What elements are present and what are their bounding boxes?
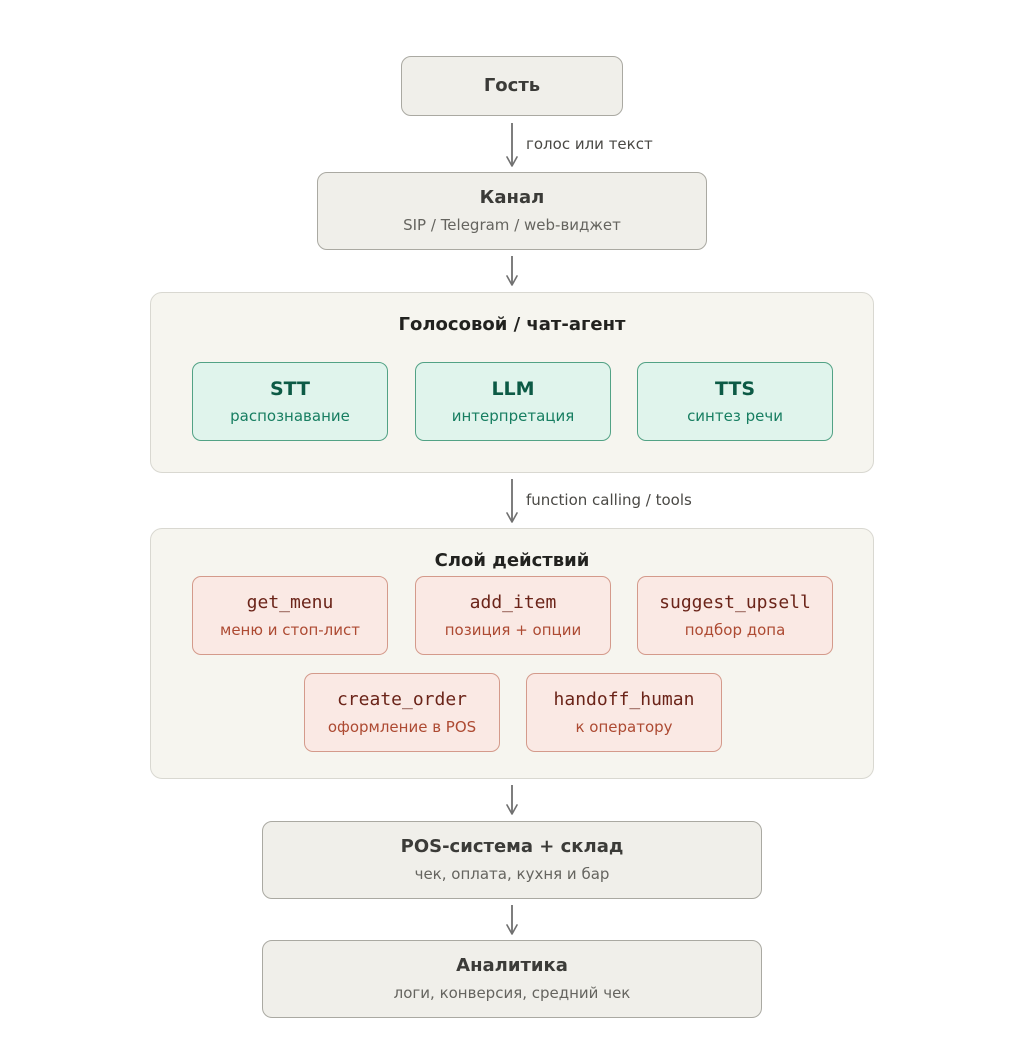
tool-get-menu: get_menu меню и стоп-лист (192, 576, 388, 655)
tool-get-menu-subtitle: меню и стоп-лист (220, 621, 360, 639)
channel-node: Канал SIP / Telegram / web-виджет (317, 172, 707, 250)
channel-subtitle: SIP / Telegram / web-виджет (403, 216, 621, 234)
llm-title: LLM (491, 378, 535, 400)
stt-subtitle: распознавание (230, 407, 350, 425)
analytics-node: Аналитика логи, конверсия, средний чек (262, 940, 762, 1018)
guest-node: Гость (401, 56, 623, 116)
pos-node: POS-система + склад чек, оплата, кухня и… (262, 821, 762, 899)
llm-subtitle: интерпретация (451, 407, 575, 425)
llm-component: LLM интерпретация (415, 362, 611, 441)
pos-title: POS-система + склад (400, 836, 624, 857)
tool-get-menu-name: get_menu (246, 592, 334, 613)
pos-subtitle: чек, оплата, кухня и бар (414, 865, 610, 883)
tool-create-order: create_order оформление в POS (304, 673, 500, 752)
tool-handoff-human-subtitle: к оператору (575, 718, 673, 736)
tool-suggest-upsell: suggest_upsell подбор допа (637, 576, 833, 655)
analytics-title: Аналитика (456, 955, 568, 976)
edge-label-function-calling: function calling / tools (526, 491, 692, 509)
stt-title: STT (269, 378, 311, 400)
edge-label-voice-or-text: голос или текст (526, 135, 653, 153)
tool-add-item: add_item позиция + опции (415, 576, 611, 655)
action-group-title: Слой действий (434, 550, 590, 571)
agent-group: Голосовой / чат-агент STT распознавание … (150, 292, 874, 473)
tts-title: TTS (714, 378, 756, 400)
tool-handoff-human: handoff_human к оператору (526, 673, 722, 752)
analytics-subtitle: логи, конверсия, средний чек (393, 984, 631, 1002)
stt-component: STT распознавание (192, 362, 388, 441)
guest-title: Гость (483, 75, 541, 96)
tool-suggest-upsell-name: suggest_upsell (659, 592, 811, 613)
tts-component: TTS синтез речи (637, 362, 833, 441)
tool-add-item-name: add_item (469, 592, 557, 613)
tts-subtitle: синтез речи (687, 407, 783, 425)
tool-suggest-upsell-subtitle: подбор допа (684, 621, 786, 639)
tool-handoff-human-name: handoff_human (553, 689, 695, 710)
channel-title: Канал (479, 187, 545, 208)
tool-add-item-subtitle: позиция + опции (444, 621, 582, 639)
tool-create-order-subtitle: оформление в POS (327, 718, 477, 736)
agent-group-title: Голосовой / чат-агент (398, 314, 626, 335)
tool-create-order-name: create_order (336, 689, 468, 710)
action-group: Слой действий get_menu меню и стоп-лист … (150, 528, 874, 779)
